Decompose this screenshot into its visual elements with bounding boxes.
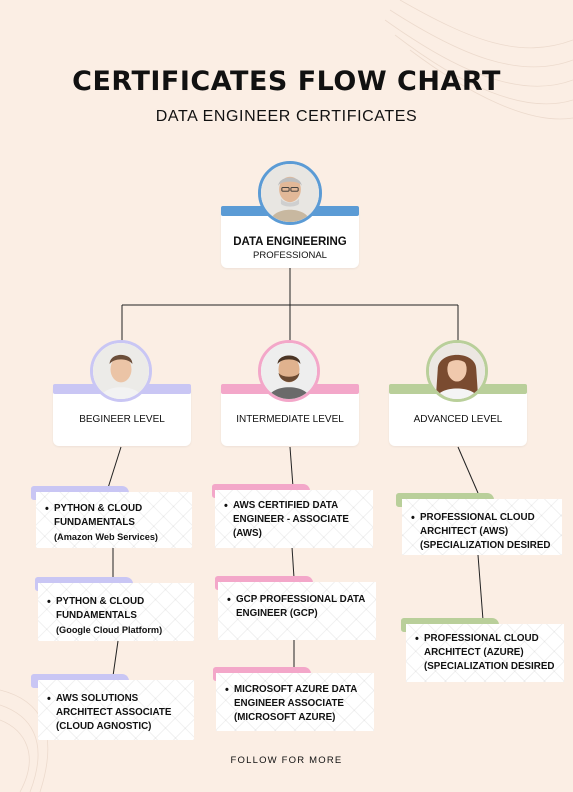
cert-card-intermediate-3: MICROSOFT AZURE DATA ENGINEER ASSOCIATE …	[216, 673, 374, 731]
cert-card-beginner-2: PYTHON & CLOUD FUNDAMENTALS (Google Clou…	[38, 583, 194, 641]
cert-item: PROFESSIONAL CLOUD ARCHITECT (AZURE) (SP…	[415, 632, 564, 674]
cert-item: PROFESSIONAL CLOUD ARCHITECT (AWS) (SPEC…	[411, 511, 562, 553]
cert-card-intermediate-2: GCP PROFESSIONAL DATA ENGINEER (GCP)	[218, 582, 376, 640]
level-label-intermediate: INTERMEDIATE LEVEL	[236, 414, 344, 425]
cert-item: PYTHON & CLOUD FUNDAMENTALS (Google Clou…	[47, 595, 194, 637]
person-icon	[261, 164, 319, 222]
cert-card-advanced-1: PROFESSIONAL CLOUD ARCHITECT (AWS) (SPEC…	[402, 499, 562, 555]
page-title: CERTIFICATES FLOW CHART	[72, 66, 501, 97]
intermediate-avatar	[258, 340, 320, 402]
cert-card-intermediate-1: AWS CERTIFIED DATA ENGINEER - ASSOCIATE …	[215, 490, 373, 548]
cert-item: GCP PROFESSIONAL DATA ENGINEER (GCP)	[227, 593, 376, 621]
level-label-beginner: BEGINEER LEVEL	[79, 414, 165, 425]
advanced-avatar	[426, 340, 488, 402]
cert-item: PYTHON & CLOUD FUNDAMENTALS (Amazon Web …	[45, 502, 192, 544]
cert-card-beginner-1: PYTHON & CLOUD FUNDAMENTALS (Amazon Web …	[36, 492, 192, 548]
cert-card-beginner-3: AWS SOLUTIONS ARCHITECT ASSOCIATE (CLOUD…	[38, 680, 194, 740]
footer-text: FOLLOW FOR MORE	[230, 755, 343, 766]
person-icon	[429, 343, 485, 399]
cert-item: AWS CERTIFIED DATA ENGINEER - ASSOCIATE …	[224, 499, 373, 541]
cert-card-advanced-2: PROFESSIONAL CLOUD ARCHITECT (AZURE) (SP…	[406, 624, 564, 682]
level-label-advanced: ADVANCED LEVEL	[413, 414, 503, 425]
person-icon	[93, 343, 149, 399]
cert-item: AWS SOLUTIONS ARCHITECT ASSOCIATE (CLOUD…	[47, 692, 194, 734]
beginner-avatar	[90, 340, 152, 402]
root-avatar	[258, 161, 322, 225]
page-subtitle: DATA ENGINEER CERTIFICATES	[155, 108, 418, 125]
root-subtitle: PROFESSIONAL	[253, 250, 327, 261]
person-icon	[261, 343, 317, 399]
cert-item: MICROSOFT AZURE DATA ENGINEER ASSOCIATE …	[225, 683, 374, 725]
root-title: DATA ENGINEERING	[233, 236, 347, 248]
